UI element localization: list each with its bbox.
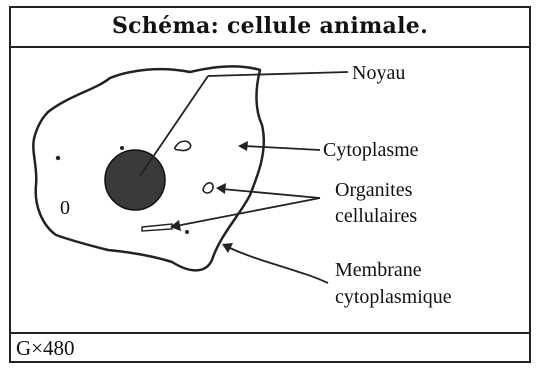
label-membrane-line1: Membrane xyxy=(335,259,422,281)
noyau-leader-diag xyxy=(140,76,208,176)
organites-leader-a xyxy=(222,189,320,198)
cytoplasme-arrowhead xyxy=(238,141,248,151)
organelle xyxy=(203,183,213,193)
noyau-leader xyxy=(208,72,348,76)
organites-leader-b xyxy=(176,198,320,226)
label-membrane-line2: cytoplasmique xyxy=(335,286,452,308)
membrane-leader xyxy=(230,248,328,283)
organelle xyxy=(142,224,172,231)
cytoplasme-leader xyxy=(244,146,320,150)
label-cytoplasme: Cytoplasme xyxy=(323,139,419,161)
organites-arrowhead-a xyxy=(216,183,226,194)
organelle-dot xyxy=(120,146,124,150)
organelle xyxy=(175,141,191,150)
organelle-dot xyxy=(56,156,60,160)
label-organites-line2: cellulaires xyxy=(335,205,417,227)
label-zero-mark: 0 xyxy=(60,197,70,219)
magnification-label: G×480 xyxy=(16,336,75,361)
footer-divider xyxy=(9,332,531,334)
organelle-dot xyxy=(185,230,189,234)
nucleus xyxy=(105,150,165,210)
label-noyau: Noyau xyxy=(352,62,405,84)
label-organites-line1: Organites xyxy=(335,179,413,201)
